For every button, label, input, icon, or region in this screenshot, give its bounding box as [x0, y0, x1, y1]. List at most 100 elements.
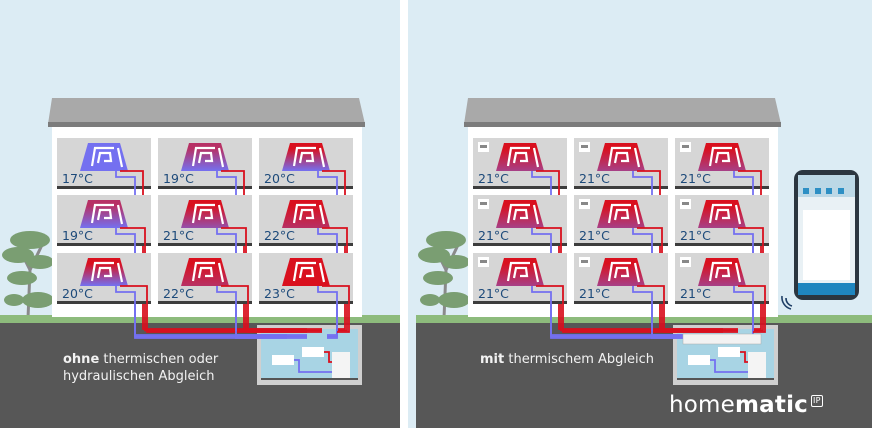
basement-floor [677, 378, 774, 380]
room-floor [158, 301, 252, 304]
room-temperature: 21°C [579, 228, 610, 243]
tree [2, 231, 54, 319]
room-floor [574, 186, 668, 189]
heating-coil [708, 261, 742, 283]
heating-coil [292, 146, 326, 168]
supply-manifold [718, 347, 740, 357]
hot-pipe [322, 285, 350, 333]
roof-edge [48, 122, 365, 127]
tree-foliage [2, 247, 34, 263]
wireless-signal-icon [781, 295, 793, 310]
caption-text-line2: hydraulischen Abgleich [63, 369, 215, 384]
boiler-cold-pipe [294, 359, 332, 373]
cold-pipe [531, 171, 703, 336]
tree-foliage [423, 271, 453, 285]
room-temperature: 19°C [163, 171, 194, 186]
boiler [748, 352, 766, 378]
thermostat-display [581, 202, 588, 205]
room-temperature: 21°C [579, 286, 610, 301]
room-floor [675, 186, 769, 189]
room-floor [473, 301, 567, 304]
cold-pipe [216, 228, 307, 338]
heating-coil [90, 203, 124, 225]
cold-pipe [317, 286, 338, 339]
app-icon [838, 188, 844, 194]
cold-pipe [632, 171, 723, 336]
tree-foliage [420, 294, 440, 306]
room-temperature: 21°C [579, 171, 610, 186]
heating-coil [708, 146, 742, 168]
return-manifold [688, 355, 710, 365]
room-temperature: 23°C [264, 286, 295, 301]
grass [416, 315, 872, 324]
room-temperature: 21°C [163, 228, 194, 243]
heating-coil [191, 146, 225, 168]
room-temperature: 22°C [264, 228, 295, 243]
room-floor [574, 301, 668, 304]
boiler-cold-pipe [710, 359, 748, 373]
app-icon [815, 188, 821, 194]
room-floor [158, 243, 252, 246]
caption-text: thermischen oder [99, 352, 219, 367]
cold-pipe [216, 286, 307, 339]
hot-pipe [637, 285, 738, 333]
room-temperature: 21°C [478, 228, 509, 243]
room: 21°C [574, 195, 668, 246]
heating-coil [506, 203, 540, 225]
heating-coil [506, 146, 540, 168]
room-floor [259, 186, 353, 189]
control-unit [682, 333, 762, 345]
room-temperature: 21°C [680, 228, 711, 243]
thermostat-display [581, 145, 588, 148]
heating-coil [90, 261, 124, 283]
room-temperature: 22°C [163, 286, 194, 301]
roof-edge [464, 122, 781, 127]
supply-manifold [302, 347, 324, 357]
caption-bold: mit [480, 352, 505, 367]
room: 20°C [259, 138, 353, 189]
room-floor [574, 243, 668, 246]
room-temperature: 17°C [62, 171, 93, 186]
logo-bold: matic [735, 392, 809, 418]
room-temperature: 20°C [264, 171, 295, 186]
roof [48, 98, 365, 124]
app-icon [803, 188, 809, 194]
room-floor [259, 301, 353, 304]
cold-pipe [216, 171, 307, 336]
room: 19°C [158, 138, 252, 189]
tree-foliage [22, 292, 54, 308]
room: 19°C [57, 195, 151, 246]
room: 21°C [675, 253, 769, 304]
room: 22°C [259, 195, 353, 246]
thermostat-display [480, 260, 487, 263]
left-caption: ohne thermischen oder hydraulischen Abgl… [63, 351, 218, 385]
tree-foliage [438, 292, 470, 308]
room-floor [473, 186, 567, 189]
tree-foliage [426, 231, 466, 249]
smartphone [794, 170, 859, 300]
room: 17°C [57, 138, 151, 189]
hot-pipe [536, 170, 723, 330]
room: 21°C [574, 138, 668, 189]
thermostat-display [682, 260, 689, 263]
hot-pipe [120, 285, 307, 333]
hot-pipe [738, 170, 762, 330]
heating-coil [292, 203, 326, 225]
thermostat-display [480, 145, 487, 148]
app-tabbar [798, 283, 855, 295]
room: 22°C [158, 253, 252, 304]
room-floor [675, 301, 769, 304]
heating-coil [708, 203, 742, 225]
hot-pipe [637, 170, 738, 330]
heating-coil [191, 203, 225, 225]
tree-foliage [7, 271, 37, 285]
room-temperature: 19°C [62, 228, 93, 243]
return-manifold [272, 355, 294, 365]
right-caption: mit thermischem Abgleich [480, 351, 654, 368]
heating-coil [607, 146, 641, 168]
heating-coil [90, 146, 124, 168]
room-floor [57, 301, 151, 304]
